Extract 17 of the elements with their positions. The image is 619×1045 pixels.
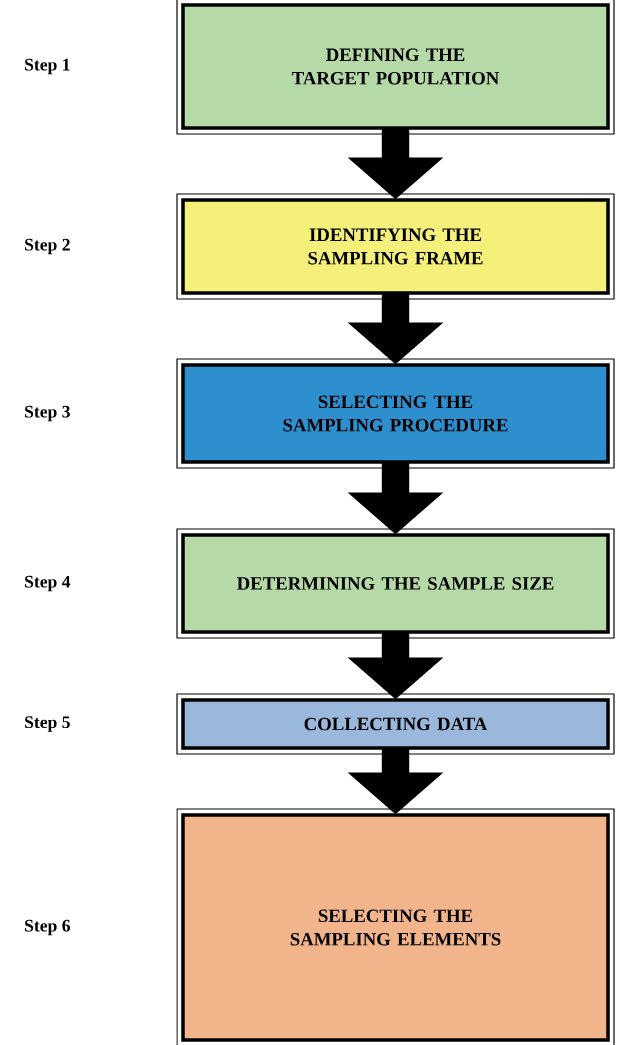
step-box: SELECTING THE SAMPLING PROCEDURE: [176, 358, 615, 469]
step-box: DEFINING THE TARGET POPULATION: [176, 0, 615, 135]
arrow: [347, 129, 444, 200]
arrow: [347, 463, 444, 535]
step-label: Step 2: [25, 238, 70, 255]
step-box: SELECTING THE SAMPLING ELEMENTS: [176, 808, 615, 1045]
arrow: [347, 294, 444, 365]
step-label: Step 3: [25, 405, 70, 422]
step-label: Step 4: [25, 575, 71, 592]
step-label: Step 1: [25, 58, 70, 75]
step-box: DETERMINING THE SAMPLE SIZE: [176, 528, 615, 639]
arrow: [347, 749, 444, 815]
step-label: Step 5: [25, 716, 70, 732]
step-label: Step 6: [25, 919, 70, 936]
step-box: COLLECTING DATA: [176, 693, 615, 755]
arrow: [347, 633, 444, 700]
step-box: IDENTIFYING THE SAMPLING FRAME: [176, 193, 615, 300]
